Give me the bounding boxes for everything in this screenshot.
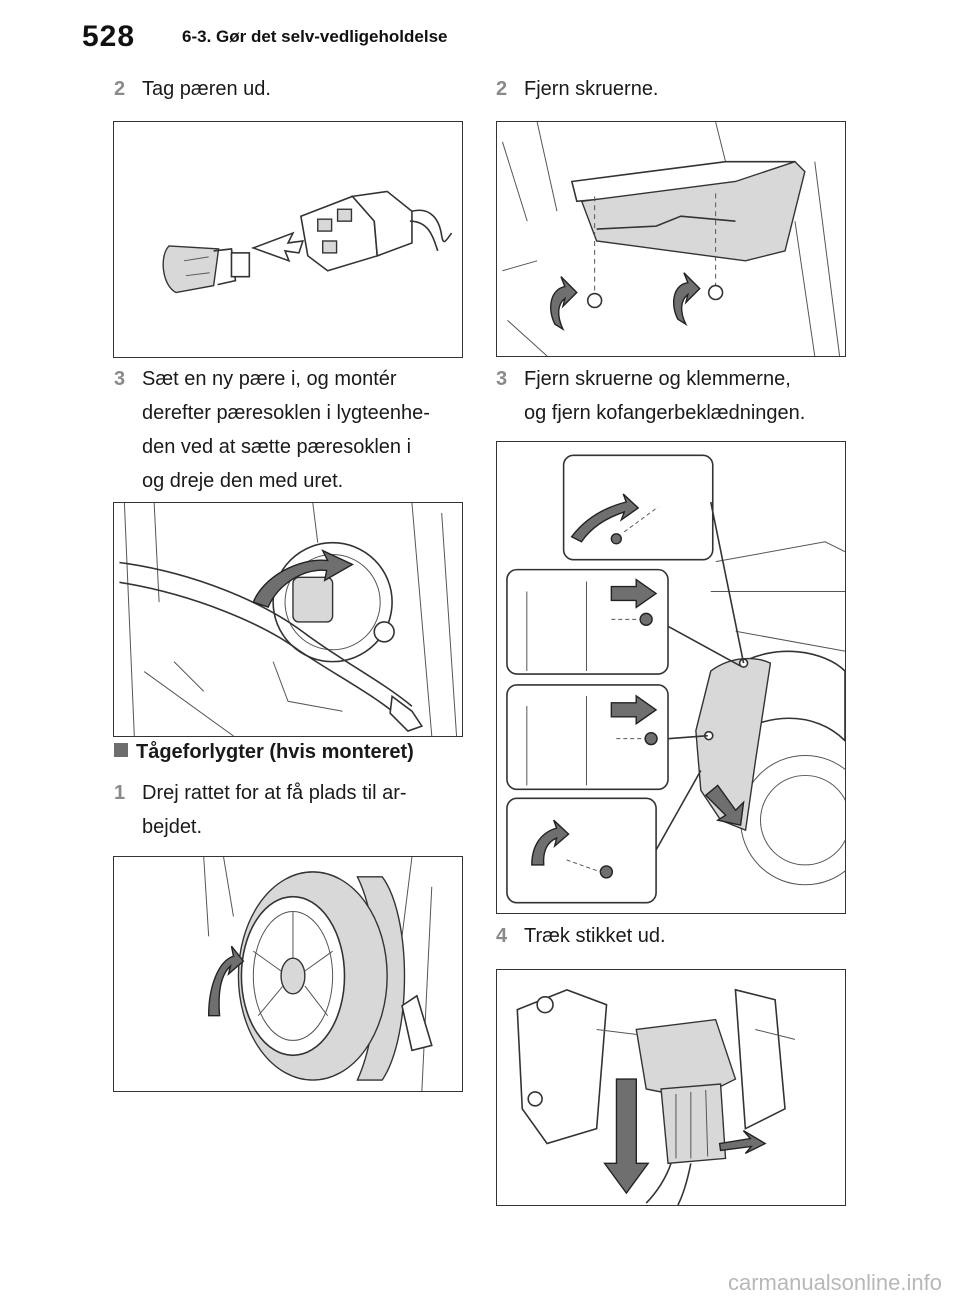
page-number: 528 bbox=[82, 20, 136, 53]
step-install-bulb: 3 Sæt en ny pære i, og montér derefter p… bbox=[114, 362, 464, 498]
step-remove-screws: 2 Fjern skruerne. bbox=[496, 72, 856, 106]
figure-remove-bumper-cover bbox=[496, 441, 846, 914]
step-remove-bumper-cover: 3 Fjern skruerne og klemmerne, og fjern … bbox=[496, 362, 856, 430]
figure-bulb-removal bbox=[113, 121, 463, 358]
step-text: Træk stikket ud. bbox=[524, 925, 666, 947]
step-number: 2 bbox=[496, 78, 508, 100]
figure-remove-screws bbox=[496, 121, 846, 357]
step-number: 4 bbox=[496, 925, 508, 947]
step-text: Fjern skruerne. bbox=[524, 78, 659, 100]
step-remove-bulb: 2 Tag pæren ud. bbox=[114, 72, 464, 106]
step-text: Sæt en ny pære i, og montér derefter pær… bbox=[142, 368, 430, 492]
step-number: 3 bbox=[114, 368, 126, 390]
step-text: Fjern skruerne og klemmerne, og fjern ko… bbox=[524, 368, 806, 424]
figure-unplug-connector bbox=[496, 969, 846, 1206]
step-number: 3 bbox=[496, 368, 508, 390]
step-text: Tag pæren ud. bbox=[142, 78, 271, 100]
figure-turn-wheel bbox=[113, 856, 463, 1092]
fog-lights-heading: Tågeforlygter (hvis monteret) bbox=[114, 741, 414, 764]
section-marker bbox=[114, 743, 128, 757]
watermark: carmanualsonline.info bbox=[727, 1270, 942, 1295]
figure-bulb-install bbox=[113, 502, 463, 737]
step-turn-wheel: 1 Drej rattet for at få plads til ar- be… bbox=[114, 776, 464, 844]
step-number: 1 bbox=[114, 782, 126, 804]
section-heading-text: Tågeforlygter (hvis monteret) bbox=[136, 741, 414, 763]
step-unplug-connector: 4 Træk stikket ud. bbox=[496, 919, 856, 953]
chapter-title: 6-3. Gør det selv-vedligeholdelse bbox=[182, 27, 448, 46]
step-text: Drej rattet for at få plads til ar- bejd… bbox=[142, 782, 407, 838]
step-number: 2 bbox=[114, 78, 126, 100]
